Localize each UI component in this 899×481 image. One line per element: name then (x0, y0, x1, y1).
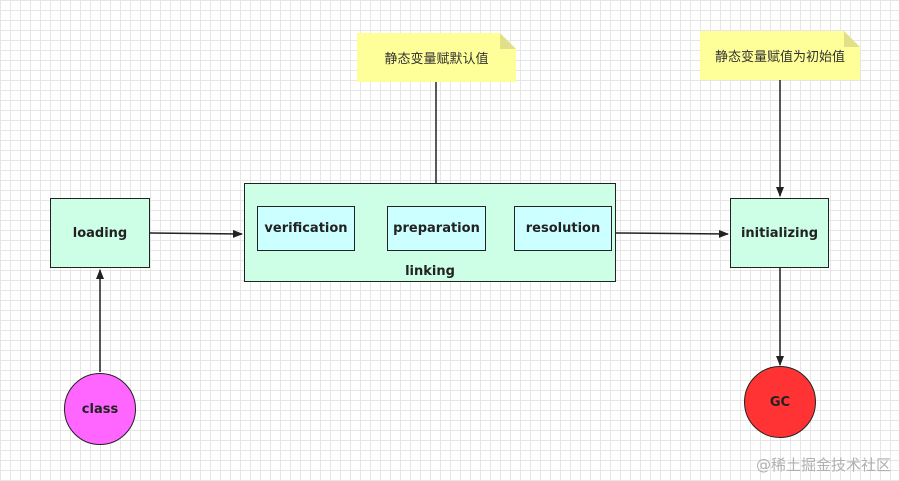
initializing-note-fold (844, 31, 860, 47)
arrow-linking-to-initializing (615, 229, 729, 238)
initializing-note-text: 静态变量赋值为初始值 (714, 50, 845, 65)
gc-node[interactable]: GC (744, 366, 816, 438)
class-node[interactable]: class (64, 373, 136, 445)
preparation-note-text: 静态变量赋默认值 (384, 52, 489, 67)
initializing-label: initializing (740, 225, 819, 241)
gc-label: GC (769, 394, 791, 410)
loading-label: loading (72, 225, 128, 241)
verification-box[interactable]: verification (257, 206, 355, 251)
loading-box[interactable]: loading (50, 198, 150, 268)
preparation-note: 静态变量赋默认值 (357, 33, 516, 82)
watermark: @稀土掘金技术社区 (755, 456, 891, 474)
resolution-label: resolution (525, 221, 601, 236)
preparation-label: preparation (393, 221, 480, 236)
initializing-box[interactable]: initializing (730, 198, 829, 268)
preparation-note-fold (500, 33, 516, 49)
preparation-box[interactable]: preparation (387, 206, 486, 251)
verification-label: verification (264, 221, 348, 236)
initializing-note: 静态变量赋值为初始值 (700, 31, 860, 80)
arrow-loading-to-linking (149, 229, 243, 238)
linking-label: linking (405, 264, 455, 279)
class-label: class (81, 401, 119, 417)
resolution-box[interactable]: resolution (514, 206, 612, 251)
